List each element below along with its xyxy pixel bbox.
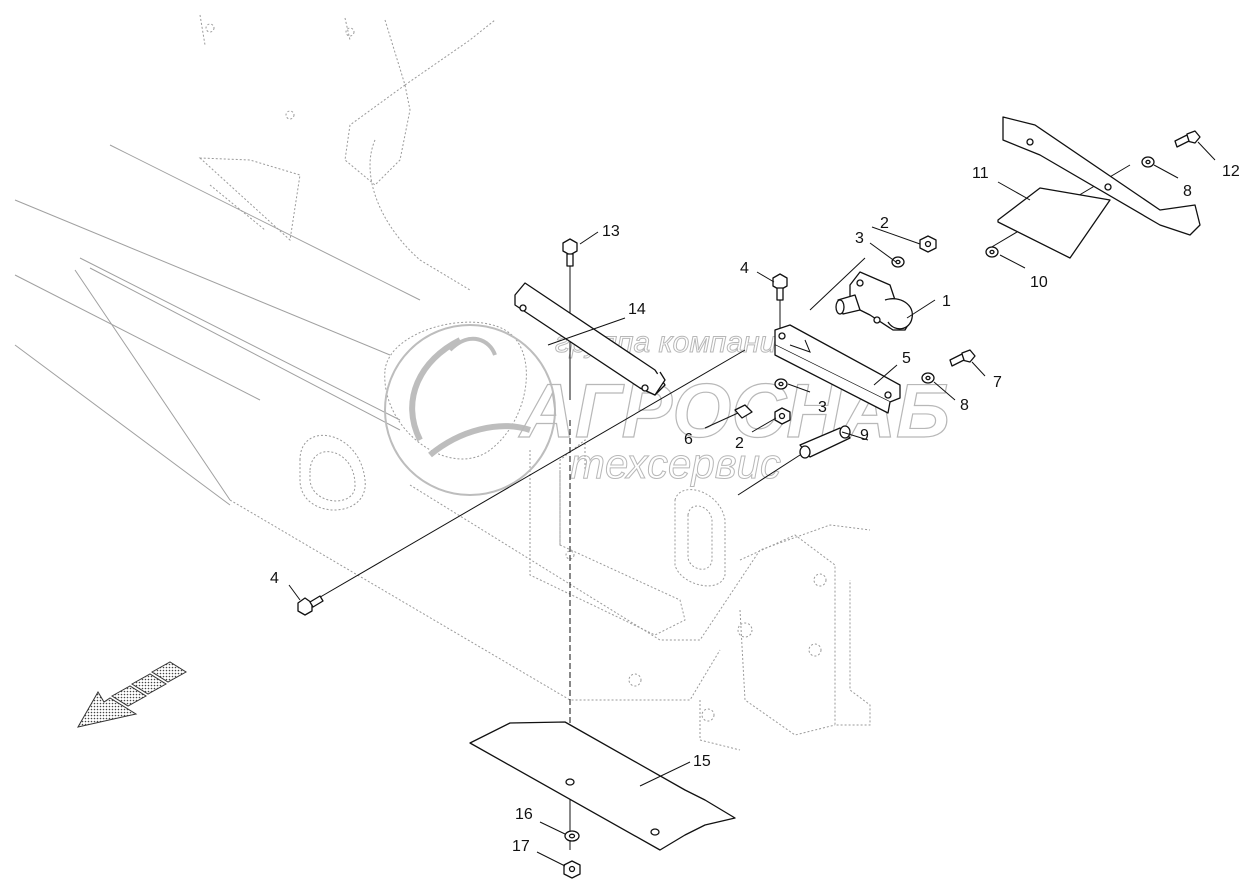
callout-1: 1	[942, 293, 951, 310]
part-5-bracket[interactable]	[774, 324, 901, 414]
fastener-bolt-7[interactable]	[949, 349, 976, 367]
callout-10: 10	[1030, 274, 1048, 291]
callout-6: 6	[684, 431, 693, 448]
callout-15: 15	[693, 753, 711, 770]
fastener-bolt-13[interactable]	[562, 238, 578, 267]
callout-17: 17	[512, 838, 530, 855]
callout-8a: 8	[1183, 183, 1192, 200]
part-14-rail[interactable]	[514, 282, 666, 396]
part-11-plate[interactable]	[997, 187, 1111, 259]
callout-3b: 3	[818, 399, 827, 416]
part-6-pin[interactable]	[704, 404, 753, 429]
fastener-washer-3b[interactable]	[774, 378, 788, 390]
part-12-guard[interactable]	[1002, 116, 1201, 236]
callout-2b: 2	[735, 435, 744, 452]
part-15-plate[interactable]	[469, 721, 736, 851]
callout-5: 5	[902, 350, 911, 367]
callout-16: 16	[515, 806, 533, 823]
callout-8b: 8	[960, 397, 969, 414]
callout-7: 7	[993, 374, 1002, 391]
fastener-washer-16[interactable]	[564, 830, 580, 842]
fastener-bolt-4a[interactable]	[297, 595, 324, 616]
callout-2a: 2	[880, 215, 889, 232]
callout-4b: 4	[270, 570, 279, 587]
fastener-bolt-12[interactable]	[1174, 130, 1201, 148]
fastener-washer-8b[interactable]	[921, 372, 935, 384]
callout-3a: 3	[855, 230, 864, 247]
fastener-washer-10[interactable]	[985, 246, 999, 258]
fastener-nut-17[interactable]	[563, 860, 581, 879]
callout-12: 12	[1222, 163, 1240, 180]
fastener-bolt-4b[interactable]	[772, 273, 788, 301]
fastener-washer-8a[interactable]	[1141, 156, 1155, 168]
company-watermark: группа компаний АГРОСНАБ техсервис	[384, 324, 950, 496]
callout-9: 9	[860, 427, 869, 444]
part-9-tube[interactable]	[799, 425, 851, 459]
callout-labels: 1 2 2 3 3 4 4 5 6 7 8 8 9 10 11 12 13 14…	[270, 163, 1240, 855]
callout-11: 11	[972, 165, 989, 182]
callout-13: 13	[602, 223, 620, 240]
forward-direction-arrow-icon	[77, 661, 187, 728]
fastener-washer-3a[interactable]	[891, 256, 905, 268]
fastener-nut-2a[interactable]	[919, 235, 937, 253]
callout-4a: 4	[740, 260, 749, 277]
callout-leaders	[288, 141, 1216, 867]
watermark-line-3: техсервис	[570, 440, 781, 487]
wheat-ear-logo-icon	[384, 324, 556, 496]
callout-14: 14	[628, 301, 646, 318]
part-1-sensor[interactable]	[835, 271, 913, 331]
fastener-nut-2b[interactable]	[774, 407, 791, 425]
